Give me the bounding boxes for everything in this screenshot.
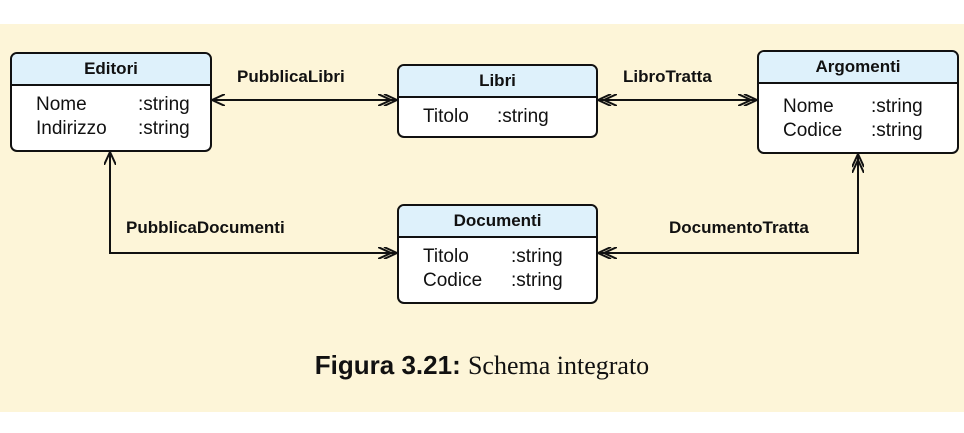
caption-text: Schema integrato: [467, 351, 650, 380]
attribute-type: :string: [511, 270, 563, 291]
entity-argomenti: Argomenti Nome :string Codice :string: [757, 50, 959, 154]
relationship-label-documento-tratta: DocumentoTratta: [669, 218, 809, 237]
attribute-name: Nome: [36, 94, 87, 115]
entity-libri: Libri Titolo :string: [397, 64, 598, 138]
entity-title: Argomenti: [759, 52, 957, 84]
attribute-type: :string: [138, 94, 190, 115]
entity-documenti: Documenti Titolo :string Codice :string: [397, 204, 598, 304]
entity-title: Editori: [12, 54, 210, 86]
attribute-name: Nome: [783, 96, 834, 117]
attribute-name: Indirizzo: [36, 118, 107, 139]
attribute-name: Titolo: [423, 246, 469, 267]
attribute-type: :string: [138, 118, 190, 139]
entity-title: Documenti: [399, 206, 596, 238]
attribute-type: :string: [871, 120, 923, 141]
relationship-label-pubblica-libri: PubblicaLibri: [237, 67, 345, 86]
edge-documento-tratta: [598, 154, 858, 253]
relationship-label-libro-tratta: LibroTratta: [623, 67, 712, 86]
entity-editori: Editori Nome :string Indirizzo :string: [10, 52, 212, 152]
relationship-label-pubblica-documenti: PubblicaDocumenti: [126, 218, 285, 237]
attribute-type: :string: [511, 246, 563, 267]
caption-number: Figura 3.21:: [314, 350, 461, 380]
attribute-name: Codice: [423, 270, 483, 291]
attribute-type: :string: [871, 96, 923, 117]
entity-title: Libri: [399, 66, 596, 98]
edge-pubblica-documenti: [110, 152, 397, 253]
attribute-name: Codice: [783, 120, 843, 141]
attribute-name: Titolo: [423, 106, 469, 127]
attribute-type: :string: [497, 106, 549, 127]
figure-caption: Figura 3.21: Schema integrato: [0, 350, 964, 381]
